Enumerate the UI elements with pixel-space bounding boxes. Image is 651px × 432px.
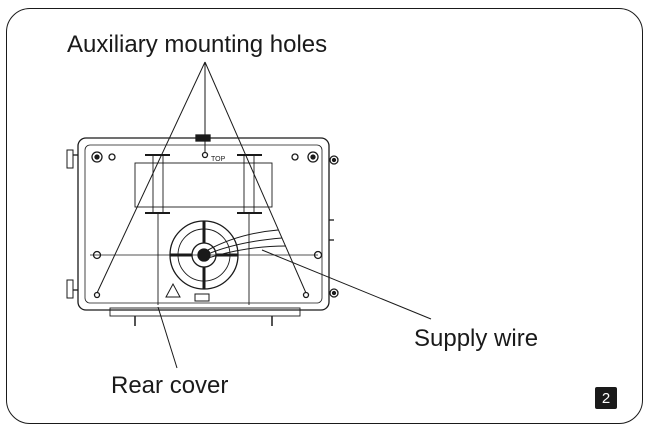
aux-hole-bottom-right — [302, 291, 310, 299]
figure-frame — [6, 8, 643, 424]
bottom-rail — [109, 307, 301, 317]
recycle-symbol — [165, 282, 181, 298]
page-number-badge: 2 — [595, 387, 617, 409]
aux-hole-bottom-left — [93, 291, 101, 299]
screw-right-top — [329, 155, 339, 165]
supply-wire-bundle — [207, 229, 279, 251]
auxiliary-mounting-holes-label: Auxiliary mounting holes — [67, 31, 328, 58]
leader-rear-cover — [157, 306, 178, 369]
left-bracket-bottom — [66, 279, 74, 299]
left-bracket-top — [66, 149, 74, 169]
corner-boss-tr — [307, 151, 319, 163]
aux-hole-top-center — [201, 151, 209, 159]
corner-boss-tl — [91, 151, 103, 163]
leader-supply-wire — [261, 249, 432, 320]
top-tab — [195, 134, 211, 142]
top-marking: TOP — [211, 156, 226, 163]
supply-wire-label: Supply wire — [414, 325, 539, 352]
leader-aux-right — [204, 61, 307, 294]
label-window — [134, 162, 273, 208]
housing-inner — [84, 144, 323, 304]
screw-right-bottom — [329, 288, 339, 298]
rear-cover-label: Rear cover — [111, 372, 229, 399]
leader-aux-left — [96, 61, 206, 294]
